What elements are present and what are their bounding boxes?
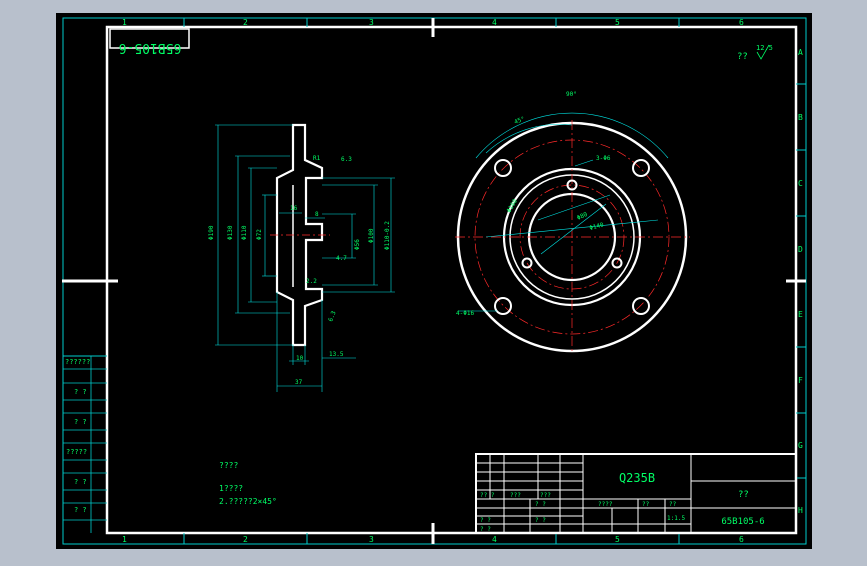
zone-col-1-bottom: 1 <box>122 535 127 544</box>
zone-col-3: 3 <box>369 18 374 27</box>
left-label-5: ? ? <box>74 478 87 486</box>
zone-col-4: 4 <box>492 18 497 27</box>
front-view: 90° 45° 3-Φ6 4-Φ16 Φ80 Φ140 Φ160 <box>455 91 690 354</box>
dim-d56: Φ56 <box>354 239 361 250</box>
dim-holes-3: 3-Φ6 <box>596 155 611 162</box>
rotated-drawing-code: 65B105-6 <box>119 40 182 55</box>
zone-row-h: H <box>798 506 803 515</box>
zone-col-1: 1 <box>122 18 127 27</box>
dim-d140: Φ140 <box>589 221 605 232</box>
dim-37: 37 <box>295 379 303 386</box>
zone-col-2: 2 <box>243 18 248 27</box>
dim-2-2: 2.2 <box>306 278 317 285</box>
roughness-label: ?? <box>737 52 748 62</box>
section-view: Φ190 Φ130 Φ110 Φ72 Φ56 Φ100 Φ110-0.2 16 … <box>208 123 395 392</box>
dim-13-5: 13.5 <box>329 351 344 358</box>
zone-row-g: G <box>798 441 803 450</box>
dim-angle-45: 45° <box>513 116 526 126</box>
dim-r1: R1 <box>313 155 321 162</box>
technical-notes: ???? 1???? 2.?????2×45° <box>219 461 277 506</box>
left-label-2: ? ? <box>74 388 87 396</box>
notes-line-2: 2.?????2×45° <box>219 497 277 506</box>
dim-d190: Φ190 <box>208 225 215 240</box>
dim-angle-90: 90° <box>566 91 577 98</box>
notes-line-1: 1???? <box>219 484 243 493</box>
roughness-value: 12.5 <box>756 44 773 52</box>
zone-col-6-bottom: 6 <box>739 535 744 544</box>
tb-cell-9: ?? <box>669 501 677 508</box>
dim-6-3-top: 6.3 <box>341 156 352 163</box>
sheet-background <box>56 13 812 549</box>
tb-cell-6: ? ? <box>535 501 546 508</box>
zone-labels: 1 2 3 4 5 6 1 2 3 4 5 6 A B C D E F G H <box>122 18 803 544</box>
zone-col-4-bottom: 4 <box>492 535 497 544</box>
dim-10: 10 <box>296 355 304 362</box>
tb-cell-7: ? ? <box>535 517 546 524</box>
left-label-6: ? ? <box>74 506 87 514</box>
left-label-1: ?????? <box>65 358 90 366</box>
zone-row-e: E <box>798 310 803 319</box>
dim-d110-tol: Φ110-0.2 <box>384 221 391 250</box>
dim-6-3-bottom: 6.3 <box>327 310 337 323</box>
material-field: Q235B <box>619 471 655 485</box>
left-label-column: ?????? ? ? ? ? ????? ? ? ? ? <box>63 355 107 533</box>
zone-col-3-bottom: 3 <box>369 535 374 544</box>
zone-col-2-bottom: 2 <box>243 535 248 544</box>
dim-d80: Φ80 <box>576 211 589 222</box>
dim-holes-4: 4-Φ16 <box>456 310 474 317</box>
zone-col-5: 5 <box>615 18 620 27</box>
dim-d130: Φ130 <box>227 225 234 240</box>
tb-cell-3: ??? <box>540 492 551 499</box>
tb-cell-4: ? ? <box>480 517 491 524</box>
dim-d100: Φ100 <box>368 228 375 243</box>
tb-cell-1: ?? ? <box>480 492 495 499</box>
dim-d72: Φ72 <box>256 229 263 240</box>
zone-row-b: B <box>798 113 803 122</box>
left-label-4: ????? <box>66 448 87 456</box>
zone-row-d: D <box>798 245 803 254</box>
tb-cell-10: ???? <box>598 501 613 508</box>
drawing-code-field: 65B105-6 <box>721 517 764 527</box>
dim-8: 8 <box>315 211 319 218</box>
tb-cell-2: ??? <box>510 492 521 499</box>
centering-marks <box>62 18 806 544</box>
part-name-field: ?? <box>738 490 749 500</box>
zone-col-6: 6 <box>739 18 744 27</box>
zone-row-f: F <box>798 376 803 385</box>
dim-d110: Φ110 <box>241 225 248 240</box>
left-label-3: ? ? <box>74 418 87 426</box>
scale-field: 1:1.5 <box>667 515 685 522</box>
zone-col-5-bottom: 5 <box>615 535 620 544</box>
zone-row-a: A <box>798 48 803 57</box>
tb-cell-8: ?? <box>642 501 650 508</box>
rotated-code-box: 65B105-6 <box>109 28 190 55</box>
dim-16: 16 <box>290 205 298 212</box>
zone-row-c: C <box>798 179 803 188</box>
notes-title: ???? <box>219 461 238 470</box>
dim-4-7: 4.7 <box>336 255 347 262</box>
roughness-mark: ?? 12.5 <box>737 44 773 62</box>
title-block: Q235B ?? 65B105-6 1:1.5 ?? ? ??? ??? ? ?… <box>475 453 797 534</box>
tb-cell-5: ? ? <box>480 526 491 533</box>
